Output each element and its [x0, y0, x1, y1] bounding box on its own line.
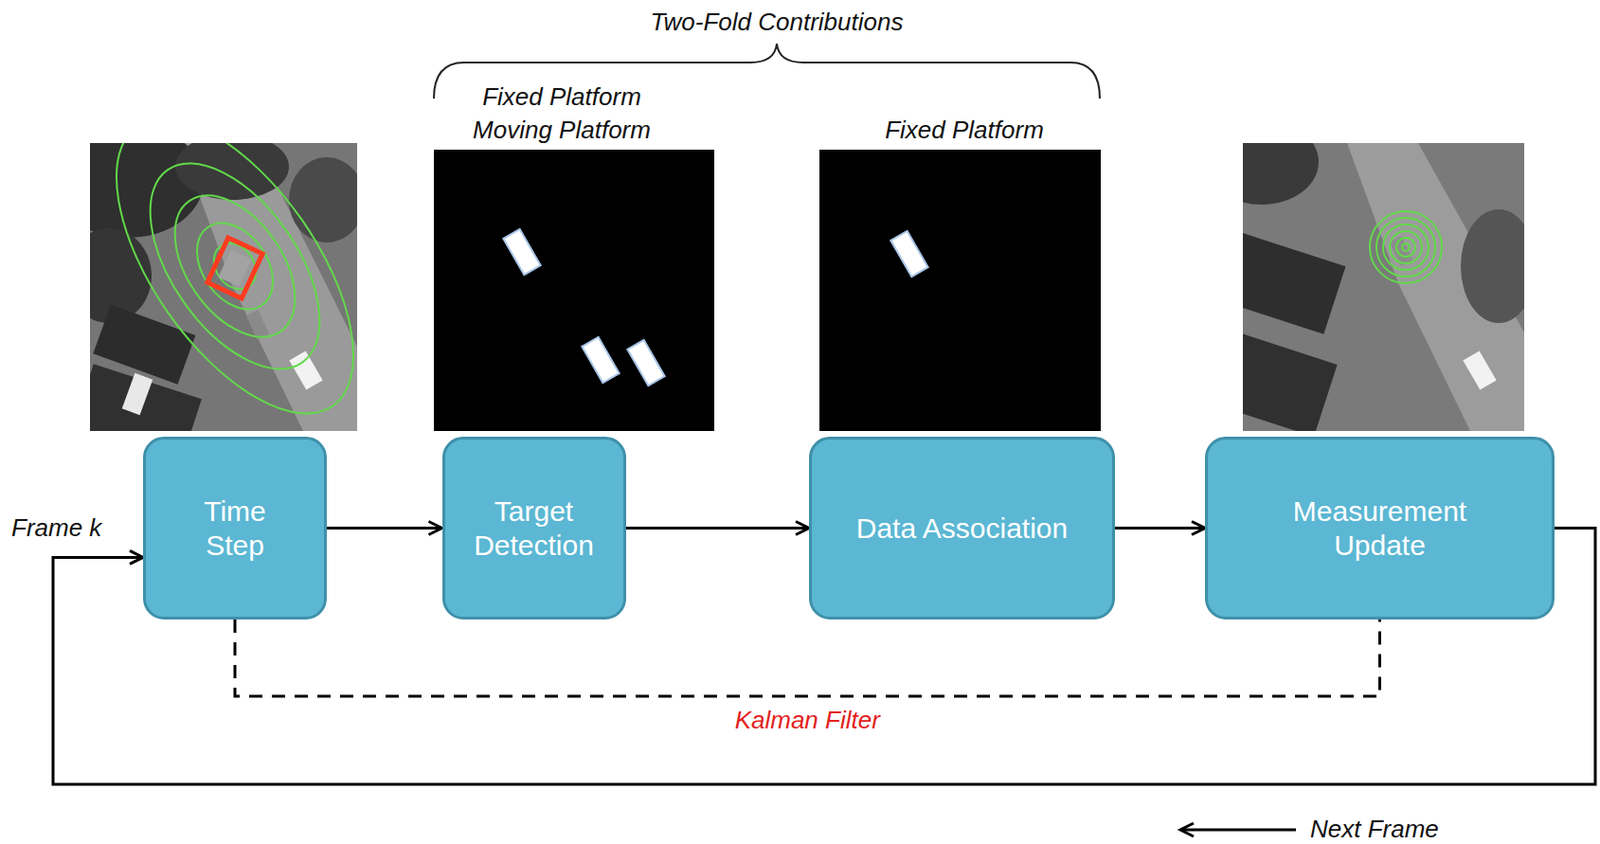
detection-panel — [433, 149, 715, 432]
edge-label: Kalman Filter — [731, 706, 884, 736]
box-label: Target Detection — [458, 494, 611, 563]
flow-arrow — [326, 526, 443, 530]
annotation-label: Fixed Platform — [482, 83, 642, 112]
box-label: Measurement Update — [1266, 494, 1494, 563]
process-box: Target Detection — [442, 436, 627, 620]
dashed-connector — [234, 619, 1381, 697]
direction-arrow — [1180, 828, 1296, 832]
aerial-image — [89, 143, 358, 432]
flow-arrow — [1114, 526, 1205, 530]
annotation-label: Moving Platform — [472, 116, 651, 145]
box-label: Data Association — [856, 511, 1068, 546]
annotation-label: Fixed Platform — [884, 116, 1044, 145]
annotation-label: Next Frame — [1310, 815, 1439, 844]
process-box: Data Association — [808, 436, 1115, 620]
annotation-label: Two-Fold Contributions — [650, 8, 904, 37]
association-panel — [819, 149, 1101, 432]
flow-arrow — [626, 526, 810, 530]
box-label: Time Step — [178, 494, 292, 563]
annotation-label: Frame k — [11, 514, 102, 543]
aerial-image — [1242, 143, 1525, 432]
process-box: Time Step — [143, 436, 327, 620]
process-box: Measurement Update — [1204, 436, 1555, 620]
